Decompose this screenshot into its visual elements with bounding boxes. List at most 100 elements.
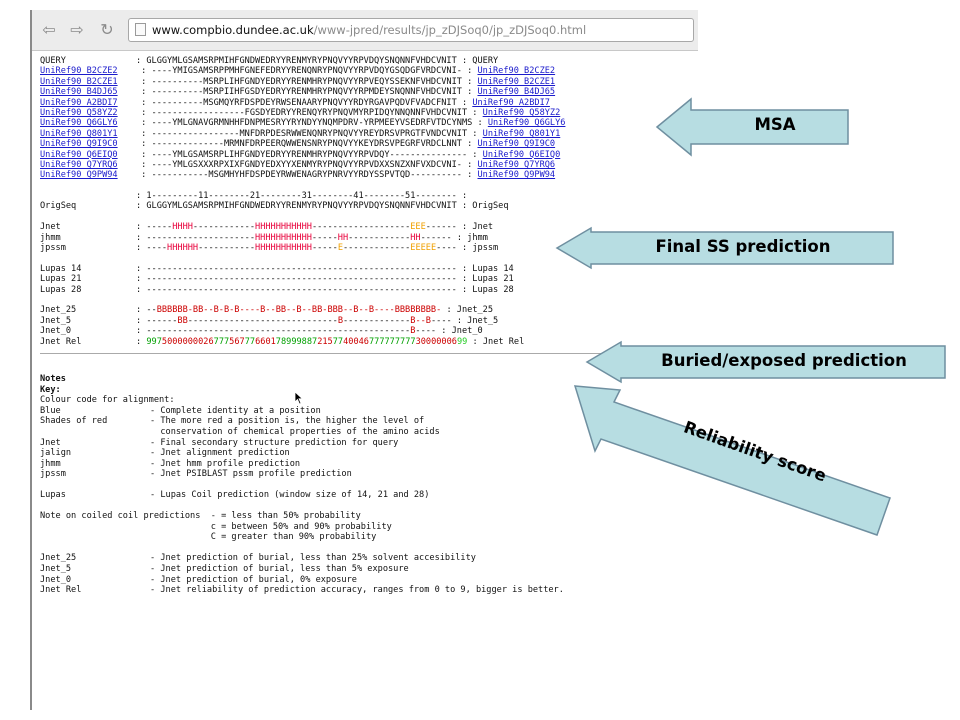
row-seq: : ----------MSRPLIHFGNDYEDRYYRENMHRYPNQV… <box>136 76 478 87</box>
uniref-link[interactable]: UniRef90_Q801Y1 <box>482 128 561 139</box>
uniref-link[interactable]: UniRef90_B2CZE1 <box>40 76 118 87</box>
buried-segment: BB <box>177 315 188 326</box>
notes-key: Blue <box>40 405 61 416</box>
buried-label: Buried/exposed prediction <box>661 351 907 370</box>
ruler: : 1---------11--------21--------31------… <box>136 191 468 202</box>
msa-query-row: QUERY: GLGGYMLGSAMSRPMIHFGNDWEDRYYRENMYR… <box>40 56 698 66</box>
uniref-link[interactable]: UniRef90_Q6EIQ0 <box>40 149 118 160</box>
row-seq: : --------------MRMNFDRPEERQWWENSNRYPNQV… <box>136 139 478 150</box>
notes-value: - Jnet hmm profile prediction <box>150 458 301 469</box>
uniref-link[interactable]: UniRef90_Q801Y1 <box>40 128 118 139</box>
notes-value: - Jnet reliability of prediction accurac… <box>150 585 564 596</box>
origseq-row: OrigSeq: GLGGYMLGSAMSRPMIHFGNDWEDRYYRENM… <box>40 201 698 211</box>
uniref-link[interactable]: UniRef90_Q9I9C0 <box>40 139 118 150</box>
row-seq: : ----YMIGSAMSRPPMHFGNEFEDRYYRENQNRYPNQV… <box>136 66 478 77</box>
notes-item: conservation of chemical properties of t… <box>40 427 698 438</box>
notes-item: jpssm- Jnet PSIBLAST pssm profile predic… <box>40 469 698 480</box>
helix-segment: HHHHHH <box>167 243 199 254</box>
jnetrel-row: Jnet Rel: 997500000002677756777660178999… <box>40 337 698 347</box>
helix-segment: HHHHHHHHHHH <box>255 222 312 233</box>
reliability-segment: 30000006 <box>415 336 457 347</box>
notes-value: conservation of chemical properties of t… <box>150 426 440 437</box>
seq-part: : ---- <box>136 243 168 254</box>
row-seq: : --------------------------------------… <box>136 284 514 295</box>
msa-row: UniRef90_Q801Y1 : -----------------MNFDR… <box>40 129 698 139</box>
seq-part: : -- <box>136 305 157 316</box>
address-bar[interactable]: www.compbio.dundee.ac.uk/www-jpred/resul… <box>128 18 694 42</box>
notes-key: Jnet Rel <box>40 585 82 596</box>
reliability-callout: Reliability score <box>560 380 900 540</box>
row-name: Lupas 14 <box>40 263 82 274</box>
row-name: jhmm <box>40 232 61 243</box>
uniref-link[interactable]: UniRef90_Q7YRQ6 <box>477 159 556 170</box>
uniref-link[interactable]: UniRef90_B2CZE1 <box>477 76 556 87</box>
back-icon[interactable]: ⇦ <box>42 20 56 39</box>
lupas-row: Lupas 28: ------------------------------… <box>40 285 698 295</box>
notes-key: Jnet <box>40 437 61 448</box>
uniref-link[interactable]: UniRef90_B4DJ65 <box>477 87 556 98</box>
notes-item: Lupas - Lupas Coil prediction (window siz… <box>40 490 698 501</box>
uniref-link[interactable]: UniRef90_Q9I9C0 <box>477 139 556 150</box>
notes-value: - Lupas Coil prediction (window size of … <box>150 490 430 501</box>
msa-row: UniRef90_B2CZE1 : ----------MSRPLIHFGNDY… <box>40 77 698 87</box>
row-name: Jnet_25 <box>40 305 77 316</box>
row-seq: : -----------------MNFDRPDESRWWENQNRYPNQ… <box>136 128 483 139</box>
jnet25-row: Jnet_25: --BBBBBB-BB--B-B-B----B--BB--B-… <box>40 305 698 315</box>
notes-value: - Jnet prediction of burial, 0% exposure <box>150 574 357 585</box>
seq-part: : ------ <box>136 315 178 326</box>
uniref-link[interactable]: UniRef90_Q9PW94 <box>477 170 556 181</box>
notes-item: Jnet - Final secondary structure predicti… <box>40 438 698 449</box>
lupas-row: Lupas 14: ------------------------------… <box>40 264 698 274</box>
left-arrow-icon <box>555 226 894 270</box>
uniref-link[interactable]: UniRef90_Q9PW94 <box>40 170 118 181</box>
forward-icon[interactable]: ⇨ <box>70 20 84 39</box>
notes-key: Lupas <box>40 490 66 501</box>
uniref-link[interactable]: UniRef90_Q6GLY6 <box>40 118 118 129</box>
final-ss-callout: Final SS prediction <box>555 226 895 270</box>
left-arrow-icon <box>655 97 849 157</box>
notes-value: - Final secondary structure prediction f… <box>150 437 399 448</box>
coil-note: Note on coiled coil predictions - = less… <box>40 511 361 522</box>
msa-row: UniRef90_Q7YRQ6 : ----YMLGSXXXRPXIXFGNDY… <box>40 160 698 170</box>
reliability-segment: 400 <box>343 336 359 347</box>
uniref-link[interactable]: UniRef90_Q6GLY6 <box>487 118 566 129</box>
notes-key: jhmm <box>40 458 61 469</box>
seq-part: ------------ <box>348 232 411 243</box>
uniref-link[interactable]: UniRef90_Q58YZ2 <box>482 107 561 118</box>
row-seq: : GLGGYMLGSAMSRPMIHFGNDWEDRYYRENMYRYPNQV… <box>136 201 509 212</box>
reliability-segment: 215 <box>317 336 333 347</box>
row-name: Jnet <box>40 222 61 233</box>
notes-item: Jnet_0- Jnet prediction of burial, 0% ex… <box>40 575 698 586</box>
row-seq: : ----YMLGSAMSRPLIHFGNDYEDRYYRENMHRYPNQV… <box>136 149 483 160</box>
uniref-link[interactable]: UniRef90_A2BDI7 <box>40 97 118 108</box>
key-label: Key: <box>40 384 61 395</box>
msa-row: UniRef90_A2BDI7 : ----------MSGMQYRFDSPD… <box>40 98 698 108</box>
uniref-link[interactable]: UniRef90_Q6EIQ0 <box>482 149 561 160</box>
reload-icon[interactable]: ↻ <box>100 20 114 39</box>
uniref-link[interactable]: UniRef90_B2CZE2 <box>40 66 118 77</box>
seq-part: ------ : jhmm <box>420 232 488 243</box>
notes-key: jpssm <box>40 469 66 480</box>
row-seq: : GLGGYMLGSAMSRPMIHFGNDWEDRYYRENMYRYPNQV… <box>136 56 499 66</box>
msa-callout: MSA <box>655 96 850 158</box>
uniref-link[interactable]: UniRef90_B2CZE2 <box>477 66 556 77</box>
uniref-link[interactable]: UniRef90_A2BDI7 <box>472 97 550 108</box>
uniref-link[interactable]: UniRef90_Q58YZ2 <box>40 107 118 118</box>
msa-label: MSA <box>754 115 796 134</box>
uniref-link[interactable]: UniRef90_B4DJ65 <box>40 87 118 98</box>
seq-part: ------------ <box>192 222 256 233</box>
reliability-segment: 5000000026 <box>161 336 214 347</box>
notes-value: - Jnet alignment prediction <box>150 448 290 459</box>
notes-item: Jnet Rel - Jnet reliability of prediction… <box>40 585 698 596</box>
uniref-link[interactable]: UniRef90_Q7YRQ6 <box>40 159 118 170</box>
row-seq: : ----------MSRPIIHFGSDYEDRYYRENMHRYPNQV… <box>136 87 478 98</box>
lupas-row: Lupas 21: ------------------------------… <box>40 274 698 284</box>
jnet-row: Jnet: -----HHHH------------HHHHHHHHHHH--… <box>40 222 698 232</box>
helix-segment: HHHH <box>172 222 193 233</box>
notes-key: jalign <box>40 448 72 459</box>
row-name: Jnet_0 <box>40 326 72 337</box>
helix-segment: HH <box>410 232 421 243</box>
row-seq: : ----YMLGSXXXRPXIXFGNDYEDXYYXENMYRYPNQV… <box>136 159 478 170</box>
buried-callout: Buried/exposed prediction <box>585 340 947 384</box>
